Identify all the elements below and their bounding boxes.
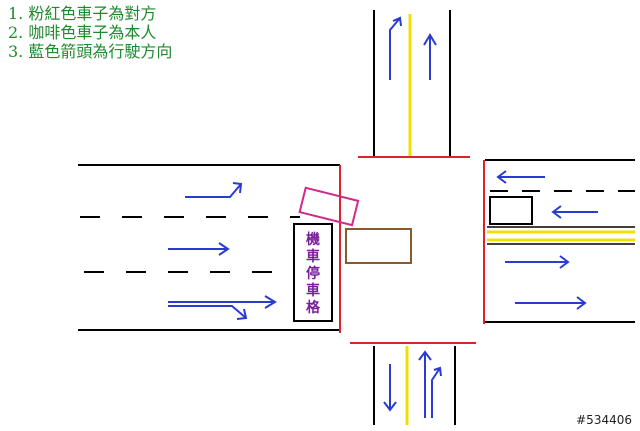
parked-car-east <box>489 196 533 225</box>
legend-item-other-car: 1. 粉紅色車子為對方 <box>8 4 157 23</box>
scooter-parking-box <box>293 223 333 322</box>
arrow-south-up <box>418 350 432 418</box>
arrow-south-turn <box>431 366 442 418</box>
parking-char: 格 <box>306 300 320 316</box>
arrow-west-straight-1 <box>168 242 230 256</box>
parking-char: 車 <box>306 283 320 299</box>
legend-item-arrows: 3. 藍色箭頭為行駛方向 <box>8 42 173 61</box>
arrow-west-turn-2 <box>168 305 248 320</box>
arrow-south-down <box>383 364 397 412</box>
arrow-north-turn <box>389 16 402 80</box>
legend-item-my-car: 2. 咖啡色車子為本人 <box>8 23 157 42</box>
arrow-east-left-2 <box>551 205 598 219</box>
legend: 1. 粉紅色車子為對方 2. 咖啡色車子為本人 3. 藍色箭頭為行駛方向 <box>8 4 172 61</box>
arrow-west-turn-1 <box>185 182 243 198</box>
my-car <box>345 228 412 264</box>
parking-char: 機 <box>306 232 320 248</box>
parking-char: 車 <box>306 249 320 265</box>
parking-char: 停 <box>306 266 320 282</box>
parking-label: 機 車 停 車 格 <box>300 232 326 317</box>
arrow-east-left-1 <box>496 170 545 184</box>
arrow-east-right-1 <box>505 255 570 269</box>
arrow-west-straight-2 <box>168 295 277 309</box>
watermark: #534406 <box>576 413 632 427</box>
arrow-east-right-2 <box>515 296 587 310</box>
arrow-north-straight <box>423 33 437 80</box>
other-party-car <box>298 186 360 227</box>
